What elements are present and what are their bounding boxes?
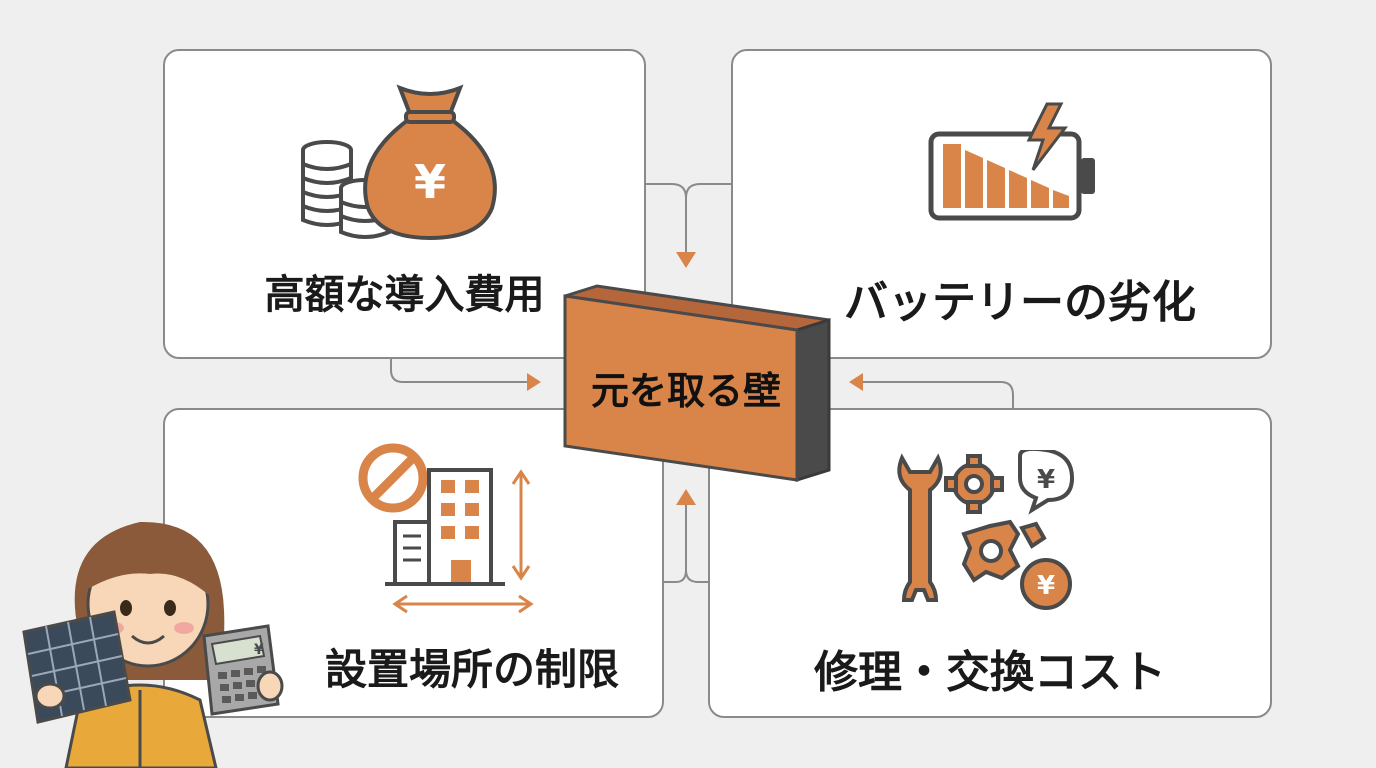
arrow-left-head — [849, 373, 863, 391]
card-label-installation: 設置場所の制限 — [324, 645, 619, 694]
repair-cost-icon: ¥ ¥ — [897, 450, 1075, 610]
card-label-battery: バッテリーの劣化 — [844, 277, 1196, 328]
restricted-building-icon — [358, 443, 534, 614]
card-label-repair: 修理・交換コスト — [814, 647, 1166, 698]
svg-text:¥: ¥ — [254, 642, 264, 658]
broken-gear-icon — [961, 519, 1047, 583]
svg-text:¥: ¥ — [1037, 571, 1055, 601]
yen-symbol: ¥ — [414, 155, 446, 209]
speech-bubble-yen-icon: ¥ — [1018, 450, 1075, 515]
gear-icon — [944, 454, 1004, 514]
money-bag-icon: ¥ — [301, 84, 497, 241]
arrow-down-head — [676, 252, 696, 268]
card-label-high-cost: 高額な導入費用 — [264, 272, 545, 318]
wall-block — [563, 284, 831, 483]
wall-label: 元を取る壁 — [590, 369, 781, 413]
arrow-up-head — [676, 489, 696, 505]
character-illustration: ¥ — [22, 521, 284, 768]
svg-text:¥: ¥ — [1037, 465, 1055, 495]
arrow-right-head — [527, 373, 541, 391]
lightning-icon — [1026, 102, 1069, 171]
coin-yen-icon: ¥ — [1020, 558, 1072, 610]
wrench-icon — [897, 453, 943, 602]
battery-bolt-icon — [928, 102, 1095, 221]
